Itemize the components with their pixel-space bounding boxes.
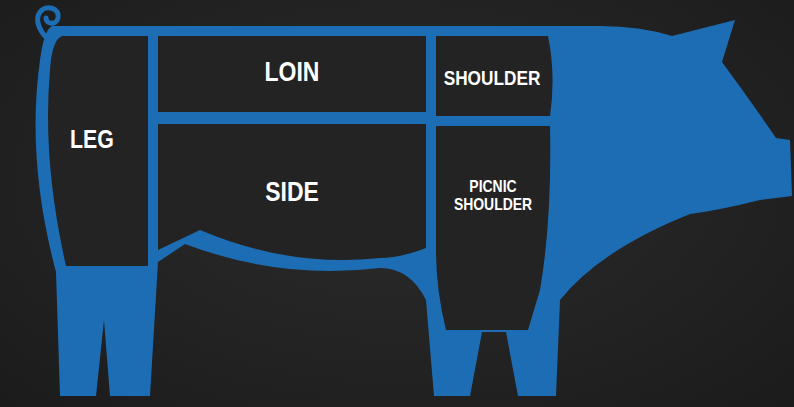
picnic-shoulder-region [436, 126, 550, 330]
cut-label: LOIN [185, 57, 398, 86]
cut-label: LEG [43, 126, 141, 153]
cut-label: PICNIC SHOULDER [448, 178, 538, 214]
cut-label: SIDE [185, 177, 398, 206]
cut-label: SHOULDER [435, 67, 550, 89]
side-region [158, 124, 426, 260]
loin-region [158, 36, 426, 112]
pig-silhouette [36, 20, 792, 396]
